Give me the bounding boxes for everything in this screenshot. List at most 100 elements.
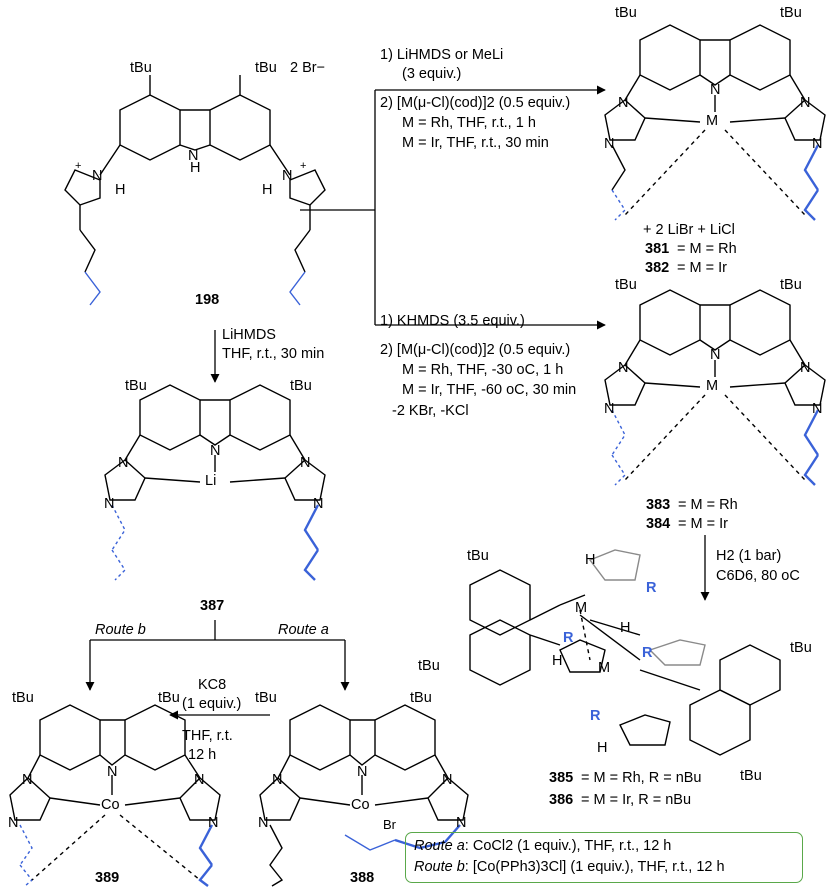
m-383: M (706, 378, 719, 394)
kc8-step-line2: (1 equiv.) (182, 696, 242, 712)
label-383: 383 (646, 497, 671, 513)
desc-382: = M = Ir (677, 260, 727, 276)
label-388: 388 (350, 870, 375, 886)
mid-step-line2: 2) [M(μ-Cl)(cod)]2 (0.5 equiv.) (380, 342, 571, 358)
tbu-388-right: tBu (410, 690, 432, 706)
legend-route-b-text: : [Co(PPh3)3Cl] (1 equiv.), THF, r.t., 1… (464, 859, 725, 875)
kc8-step-line3: THF, r.t. (182, 728, 233, 744)
plus-198-r: + (300, 160, 307, 172)
tbu-389-right: tBu (158, 690, 180, 706)
n-383-l2: N (604, 401, 615, 417)
legend-route-b-label: Route b (414, 859, 465, 875)
tbu-198-right: tBu (255, 60, 277, 76)
structure-387 (104, 384, 326, 581)
h-dimer-bridge-1: H (620, 620, 631, 636)
co-389: Co (101, 797, 120, 813)
r-dimer-2: R (563, 630, 574, 646)
n-387-r2: N (313, 496, 324, 512)
structure-381-382 (604, 24, 826, 221)
r-dimer-3: R (642, 645, 653, 661)
structure-389 (9, 704, 221, 887)
n-388-r2: N (456, 815, 467, 831)
top-step-line4: M = Rh, THF, r.t., 1 h (402, 115, 536, 131)
m-dimer-2: M (598, 660, 611, 676)
r-dimer-1: R (646, 580, 657, 596)
label-389: 389 (95, 870, 120, 886)
li-step-line1: LiHMDS (222, 327, 276, 343)
m-381: M (706, 113, 719, 129)
co-388: Co (351, 797, 370, 813)
desc-386: = M = Ir, R = nBu (581, 792, 692, 808)
structure-198 (64, 75, 326, 306)
top-step-line3: 2) [M(μ-Cl)(cod)]2 (0.5 equiv.) (380, 95, 571, 111)
n-387-r1: N (300, 455, 311, 471)
n-387-carbazole: N (210, 443, 221, 459)
tbu-381-left: tBu (615, 5, 637, 21)
desc-384: = M = Ir (678, 516, 728, 532)
tbu-dimer-1: tBu (467, 548, 489, 564)
route-b-label: Route b (95, 622, 146, 638)
desc-381: = M = Rh (677, 241, 737, 257)
n-388-r1: N (442, 772, 453, 788)
h-dimer-bottom: H (597, 740, 608, 756)
n-383-l1: N (618, 360, 629, 376)
h2-step-line1: H2 (1 bar) (716, 548, 782, 564)
tbu-383-left: tBu (615, 277, 637, 293)
reaction-arrows (85, 85, 710, 720)
top-step-line5: M = Ir, THF, r.t., 30 min (402, 135, 549, 151)
n-388-l2: N (258, 815, 269, 831)
tbu-198-left: tBu (130, 60, 152, 76)
br-388: Br (383, 817, 396, 832)
label-386: 386 (549, 792, 574, 808)
tbu-389-left: tBu (12, 690, 34, 706)
mid-step-line1: 1) KHMDS (3.5 equiv.) (380, 313, 525, 329)
byproduct-381: + 2 LiBr + LiCl (643, 222, 735, 238)
n-198-r: N (282, 168, 293, 184)
desc-383: = M = Rh (678, 497, 738, 513)
route-a-label: Route a (278, 622, 329, 638)
label-382: 382 (645, 260, 670, 276)
mid-step-line3: M = Rh, THF, -30 oC, 1 h (402, 362, 564, 378)
h-dimer-bridge-2: H (552, 653, 563, 669)
top-step-line1: 1) LiHMDS or MeLi (380, 47, 504, 63)
label-384: 384 (646, 516, 671, 532)
nh-198-n: N (188, 148, 199, 164)
n-381-carbazole: N (710, 82, 721, 98)
bromide-counterion: 2 Br− (290, 60, 326, 76)
n-198-l: N (92, 168, 103, 184)
h-198-r: H (262, 182, 273, 198)
tbu-dimer-4: tBu (740, 768, 762, 784)
legend-route-a-text: : CoCl2 (1 equiv.), THF, r.t., 12 h (464, 838, 672, 854)
label-385: 385 (549, 770, 574, 786)
plus-198-l: + (75, 160, 82, 172)
n-388-carbazole: N (357, 764, 368, 780)
tbu-381-right: tBu (780, 5, 802, 21)
mid-step-line5: -2 KBr, -KCl (392, 403, 469, 419)
n-387-l1: N (118, 455, 129, 471)
n-388-l1: N (272, 772, 283, 788)
n-381-l1: N (618, 95, 629, 111)
tbu-387-left: tBu (125, 378, 147, 394)
label-387: 387 (200, 598, 225, 614)
top-step-line2: (3 equiv.) (402, 66, 462, 82)
nh-198-h: H (190, 160, 201, 176)
label-198: 198 (195, 292, 220, 308)
m-dimer-1: M (575, 600, 588, 616)
tbu-387-right: tBu (290, 378, 312, 394)
legend-route-a: Route a: CoCl2 (1 equiv.), THF, r.t., 12… (414, 838, 671, 855)
n-383-carbazole: N (710, 347, 721, 363)
structure-388 (259, 704, 469, 887)
h-198-l: H (115, 182, 126, 198)
route-conditions-box: Route a: CoCl2 (1 equiv.), THF, r.t., 12… (405, 832, 803, 883)
n-389-r2: N (208, 815, 219, 831)
n-383-r1: N (800, 360, 811, 376)
kc8-step-line1: KC8 (198, 677, 227, 693)
n-383-r2: N (812, 401, 823, 417)
kc8-step-line4: 12 h (188, 747, 217, 763)
label-381: 381 (645, 241, 670, 257)
mid-step-line4: M = Ir, THF, -60 oC, 30 min (402, 382, 577, 398)
legend-route-b: Route b: [Co(PPh3)3Cl] (1 equiv.), THF, … (414, 859, 725, 876)
tbu-383-right: tBu (780, 277, 802, 293)
n-389-l2: N (8, 815, 19, 831)
n-381-l2: N (604, 136, 615, 152)
